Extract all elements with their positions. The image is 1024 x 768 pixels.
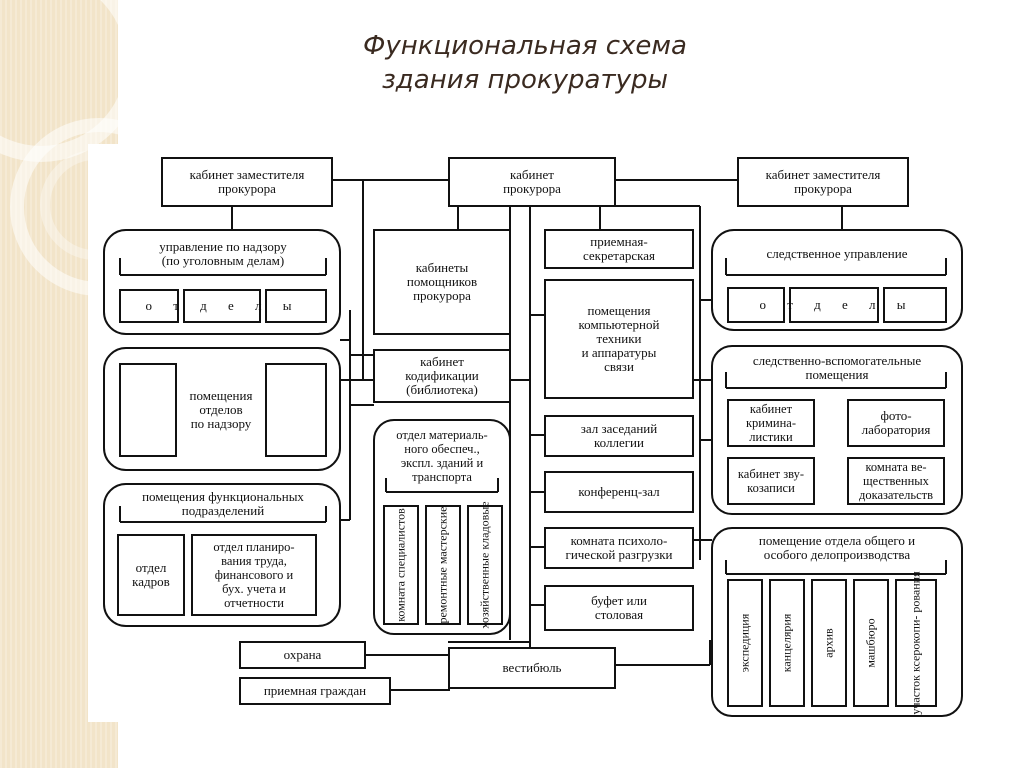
box-deputy-left <box>161 157 333 207</box>
box-reception-secretary <box>544 229 694 269</box>
box-assistants <box>373 229 511 335</box>
label-specialists: комната специалистов <box>393 508 408 622</box>
label-deputy-right: кабинет заместителя прокурора <box>765 167 881 196</box>
box-deputy-right <box>737 157 909 207</box>
label-board-hall: зал заседаний коллегии <box>580 421 658 450</box>
label-archive: архив <box>821 628 836 658</box>
box-copy-section <box>895 579 937 707</box>
group-material-dept <box>373 419 511 635</box>
label-workshops: ремонтные мастерские <box>435 506 450 624</box>
box-workshops <box>425 505 461 625</box>
box-security <box>239 641 366 669</box>
box-photo-lab <box>847 399 945 447</box>
group-supervision-rooms <box>103 347 341 471</box>
box-computer-rooms <box>544 279 694 399</box>
label-investigation-mgmt: следственное управление <box>766 246 908 261</box>
group-general-records <box>711 527 963 717</box>
label-citizens-reception: приемная граждан <box>263 683 367 698</box>
label-copy-section: участок ксерокопи- рования <box>908 571 923 715</box>
label-supervision-mgmt: управление по надзору (по уголовным дела… <box>159 239 287 268</box>
box-planning <box>191 534 317 616</box>
label-codification: кабинет кодификации (библиотека) <box>405 354 479 397</box>
label-audio: кабинет зву- козаписи <box>737 467 805 495</box>
box-dept-2 <box>183 289 261 323</box>
group-investigation-mgmt <box>711 229 963 331</box>
label-departments-left: о т д е л ы <box>145 298 301 313</box>
box-citizens-reception <box>239 677 391 705</box>
box-dept-1 <box>119 289 179 323</box>
box-evidence <box>847 457 945 505</box>
slide-title-line-2: здания прокуратуры <box>381 65 669 95</box>
label-departments-right: о т д е л ы <box>759 297 915 312</box>
box-audio <box>727 457 815 505</box>
box-inv-dept-3 <box>883 287 947 323</box>
label-conference-hall: конференц-зал <box>578 484 660 499</box>
box-room-3 <box>265 363 327 457</box>
label-planning: отдел планиро- вания труда, финансового … <box>213 540 295 610</box>
box-codification <box>373 349 511 403</box>
label-expedition: экспедиция <box>737 613 752 673</box>
box-hr <box>117 534 185 616</box>
group-supervision-mgmt <box>103 229 341 335</box>
label-photo-lab: фото- лаборатория <box>861 408 931 437</box>
box-conference-hall <box>544 471 694 513</box>
box-prosecutor <box>448 157 616 207</box>
label-canteen: буфет или столовая <box>591 593 647 622</box>
box-chancery <box>769 579 805 707</box>
box-dept-3 <box>265 289 327 323</box>
decoration-ring <box>40 150 118 260</box>
label-prosecutor: кабинет прокурора <box>503 167 561 196</box>
box-lobby <box>448 647 616 689</box>
box-psych-room <box>544 527 694 569</box>
label-chancery: канцелярия <box>779 613 794 673</box>
label-typing-bureau: машбюро <box>863 618 878 668</box>
box-canteen <box>544 585 694 631</box>
box-archive <box>811 579 847 707</box>
box-specialists <box>383 505 419 625</box>
label-computer-rooms: помещения компьютерной техники и аппарат… <box>578 303 660 374</box>
label-evidence: комната ве- щественных доказательств <box>858 460 934 502</box>
label-material-dept: отдел материаль- ного обеспеч., экспл. з… <box>396 428 488 484</box>
label-reception-secretary: приемная- секретарская <box>582 234 656 263</box>
label-security: охрана <box>283 647 322 662</box>
slide-title-line-1: Функциональная схема <box>363 31 687 61</box>
label-assistants: кабинеты помощников прокурора <box>406 260 478 303</box>
box-expedition <box>727 579 763 707</box>
box-room-1 <box>119 363 177 457</box>
box-forensics <box>727 399 815 447</box>
label-functional-units: помещения функциональных подразделений <box>142 489 304 518</box>
group-functional-units <box>103 483 341 627</box>
box-storerooms <box>467 505 503 625</box>
group-investigation-aux <box>711 345 963 515</box>
label-supervision-rooms: помещения отделов по надзору <box>189 388 253 431</box>
box-typing-bureau <box>853 579 889 707</box>
label-psych-room: комната психоло- гической разгрузки <box>565 533 673 562</box>
box-board-hall <box>544 415 694 457</box>
label-general-records: помещение отдела общего и особого делопр… <box>758 533 916 562</box>
label-storerooms: хозяйственные кладовые <box>477 501 492 629</box>
label-investigation-aux: следственно-вспомогательные помещения <box>752 353 922 382</box>
box-inv-dept-2 <box>789 287 879 323</box>
box-inv-dept-1 <box>727 287 785 323</box>
label-deputy-left: кабинет заместителя прокурора <box>189 167 305 196</box>
label-forensics: кабинет кримина- листики <box>745 402 796 444</box>
label-hr: отдел кадров <box>132 560 170 589</box>
label-lobby: вестибюль <box>502 660 562 675</box>
